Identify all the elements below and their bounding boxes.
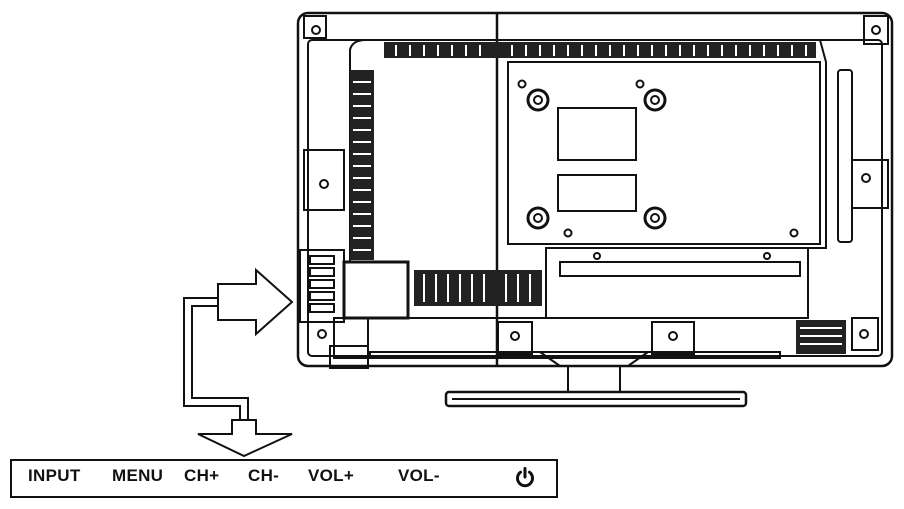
vol-plus-button-label: VOL+ <box>308 466 355 485</box>
bottom-edge-strip <box>369 351 781 359</box>
screw-tr <box>871 25 881 35</box>
bottom-clip-center <box>497 321 533 355</box>
tv-inner-frame <box>307 39 883 357</box>
vesa-mounts <box>526 88 667 230</box>
screw-vesa-3 <box>563 228 573 238</box>
bottom-right-vent-slots <box>800 327 842 345</box>
tv-stand <box>444 351 748 408</box>
label-plate-lower <box>557 174 637 212</box>
screw-bottom-center <box>510 331 520 341</box>
screw-vesa-4 <box>789 228 799 238</box>
screw-bottom-right <box>668 331 678 341</box>
middle-vent-slots <box>423 274 531 302</box>
connector-line-inner <box>191 305 249 420</box>
screw-tl <box>311 25 321 35</box>
screw-bottom-left <box>317 329 327 339</box>
label-plate-upper <box>557 107 637 161</box>
right-pointing-arrow <box>217 267 294 337</box>
back-cover-outline <box>349 39 827 319</box>
vesa-plate <box>507 61 821 245</box>
corner-bracket-tl <box>303 15 327 39</box>
screw-right <box>861 173 871 183</box>
down-pointing-arrow <box>197 419 293 458</box>
corner-bracket-tr <box>863 15 889 45</box>
control-button-strip <box>10 459 558 498</box>
connector-foot <box>329 345 369 369</box>
top-vent-band <box>384 42 816 58</box>
screw-left <box>319 179 329 189</box>
screw-lower-1 <box>593 252 601 260</box>
input-button-label: INPUT <box>28 466 81 485</box>
top-vent-slots <box>395 45 807 56</box>
vol-minus-button-label: VOL- <box>398 466 440 485</box>
ch-plus-button-label: CH+ <box>184 466 220 485</box>
side-control-keys <box>309 255 335 313</box>
callout-arrows <box>183 267 294 458</box>
stand-base <box>444 390 748 408</box>
screw-vesa-2 <box>635 79 645 89</box>
tv-rear-panel <box>296 11 894 369</box>
bottom-clip-right <box>651 321 695 355</box>
left-vent-slots <box>353 81 371 251</box>
connector-block <box>333 317 369 359</box>
corner-bracket-br <box>851 317 879 351</box>
lower-slot-bar <box>559 261 801 277</box>
power-icon <box>516 467 534 488</box>
screw-lower-2 <box>763 252 771 260</box>
stand-neck-outline <box>539 351 649 367</box>
middle-vent-block <box>414 270 542 306</box>
screw-vesa-1 <box>517 79 527 89</box>
menu-button-label: MENU <box>112 466 164 485</box>
connector-line <box>183 297 241 420</box>
left-side-bracket <box>303 149 345 211</box>
tv-outer-frame <box>296 11 894 368</box>
ch-minus-button-label: CH- <box>248 466 280 485</box>
connector-bracket <box>342 260 410 320</box>
stand-neck <box>548 365 640 393</box>
lower-inner-panel <box>545 247 809 319</box>
right-inner-rail <box>837 69 853 243</box>
screw-br <box>859 329 869 339</box>
